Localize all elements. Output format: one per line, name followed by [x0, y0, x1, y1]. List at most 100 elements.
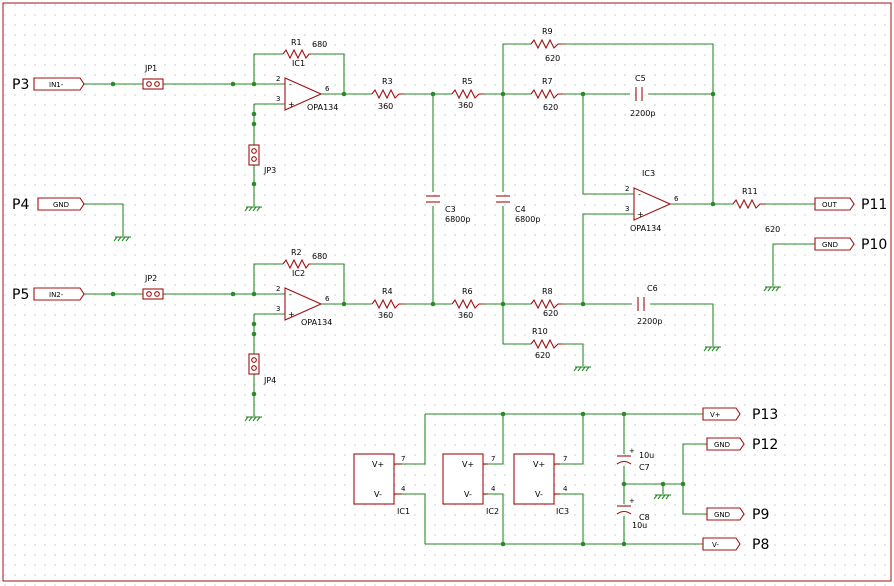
junction-dot [251, 331, 257, 337]
junction-dot [580, 301, 586, 307]
capacitor-c4-name: C4 [515, 205, 526, 214]
port-p8-net: V- [712, 541, 719, 549]
capacitor-c6-name: C6 [647, 284, 658, 293]
port-p3-net: IN1- [49, 81, 64, 89]
opamp-ic2-pin-noninv: 3 [276, 305, 280, 313]
power-block-ic1: V+ V- 7 4 IC1 [353, 453, 410, 516]
opamp-ic2-plus: + [288, 310, 295, 319]
junction-dot [251, 81, 257, 87]
port-p9-net: GND [714, 511, 730, 519]
junction-dot [621, 541, 627, 547]
ground-icon [763, 286, 781, 292]
resistor-r5-value: 360 [458, 101, 473, 110]
opamp-ic2-pin-out: 6 [325, 295, 330, 303]
junction-dot [251, 181, 257, 187]
port-p4-net: GND [53, 201, 69, 209]
power-block-ic3-pin-vminus: 4 [563, 485, 568, 493]
power-block-ic3-name: IC3 [556, 507, 569, 516]
opamp-ic1-pin-noninv: 3 [276, 95, 280, 103]
opamp-ic3: - + 2 3 6 IC3 OPA134 [614, 169, 679, 233]
junctions [110, 81, 716, 547]
opamp-ic3-pin-inv: 2 [625, 185, 629, 193]
resistor-r1-value: 680 [312, 40, 327, 49]
port-p10: GND P10 [814, 237, 887, 253]
junction-dot [680, 481, 686, 487]
capacitor-c3: C3 6800p [426, 195, 470, 224]
resistor-r7-name: R7 [542, 77, 553, 86]
resistor-r1-name: R1 [291, 38, 302, 47]
port-p12: GND P12 [706, 437, 778, 453]
resistor-r2-name: R2 [291, 248, 302, 257]
opamp-ic3-pin-noninv: 3 [625, 205, 629, 213]
capacitor-c6: C6 2200p [637, 284, 662, 326]
svg-text:+: + [629, 497, 635, 505]
junction-dot [710, 91, 716, 97]
resistor-r4-value: 360 [378, 311, 393, 320]
capacitor-c5-value: 2200p [630, 109, 655, 118]
power-block-ic2: V+ V- 7 4 IC2 [442, 453, 499, 516]
resistor-r3: R3 360 [371, 77, 404, 111]
junction-dot [251, 291, 257, 297]
opamp-ic1-plus: + [288, 100, 295, 109]
capacitor-c8-value: 10u [632, 521, 647, 530]
junction-dot [230, 291, 236, 297]
opamp-ic3-minus: - [638, 190, 641, 199]
port-p13-net: V+ [710, 411, 721, 419]
resistor-r4: R4 360 [371, 287, 404, 320]
port-p5-net: IN2- [49, 291, 64, 299]
resistor-r3-name: R3 [382, 77, 393, 86]
capacitor-c6-value: 2200p [637, 317, 662, 326]
junction-dot [110, 291, 116, 297]
junction-dot [580, 91, 586, 97]
junction-dot [251, 321, 257, 327]
power-block-ic3-vplus: V+ [533, 460, 545, 469]
resistor-r6-value: 360 [458, 311, 473, 320]
ground-icon [703, 346, 721, 352]
junction-dot [251, 121, 257, 127]
resistor-r5-name: R5 [462, 77, 473, 86]
power-block-ic3-vminus: V- [535, 490, 543, 499]
opamp-ic3-part: OPA134 [630, 224, 661, 233]
port-p10-net: GND [822, 241, 838, 249]
resistor-r8-value: 620 [543, 309, 558, 318]
capacitor-c5-name: C5 [635, 74, 646, 83]
junction-dot [660, 481, 666, 487]
power-block-ic2-vplus: V+ [462, 460, 474, 469]
opamp-ic1-part: OPA134 [307, 103, 338, 112]
resistor-r11-value: 620 [765, 225, 780, 234]
junction-dot [341, 91, 347, 97]
opamp-ic1-minus: - [289, 80, 292, 89]
capacitor-c4-value: 6800p [515, 215, 540, 224]
capacitor-c7-value: 10u [639, 451, 654, 460]
resistor-r1: R1 680 [282, 38, 327, 60]
port-p8-label: P8 [752, 537, 769, 553]
port-p9-label: P9 [752, 507, 769, 523]
junction-dot [430, 91, 436, 97]
resistor-r8: R8 620 [530, 287, 563, 318]
resistor-r2-value: 680 [312, 252, 327, 261]
resistor-r10-name: R10 [532, 327, 548, 336]
ground-icon [113, 236, 131, 242]
ground-symbols [113, 206, 781, 500]
junction-dot [500, 91, 506, 97]
resistor-r9-value: 620 [545, 54, 560, 63]
ground-icon [244, 206, 262, 212]
port-p3-label: P3 [12, 77, 29, 93]
resistor-r10-value: 620 [535, 351, 550, 360]
resistor-r3-value: 360 [378, 102, 393, 111]
opamp-ic1: - + 2 3 6 IC1 OPA134 [276, 59, 338, 112]
capacitor-c7-name: C7 [639, 463, 650, 472]
port-p12-net: GND [714, 441, 730, 449]
resistor-r2: R2 680 [282, 248, 327, 270]
junction-dot [230, 81, 236, 87]
ground-icon [573, 366, 591, 372]
junction-dot [621, 481, 627, 487]
capacitor-c4: C4 6800p [496, 195, 540, 224]
opamp-ic2-pin-inv: 2 [276, 285, 280, 293]
capacitor-c5: C5 2200p [630, 74, 655, 118]
resistor-r9-name: R9 [542, 27, 553, 36]
port-p10-label: P10 [861, 237, 887, 253]
opamp-ic1-name: IC1 [292, 59, 305, 68]
ground-icon [653, 494, 671, 500]
port-p5-label: P5 [12, 287, 29, 303]
